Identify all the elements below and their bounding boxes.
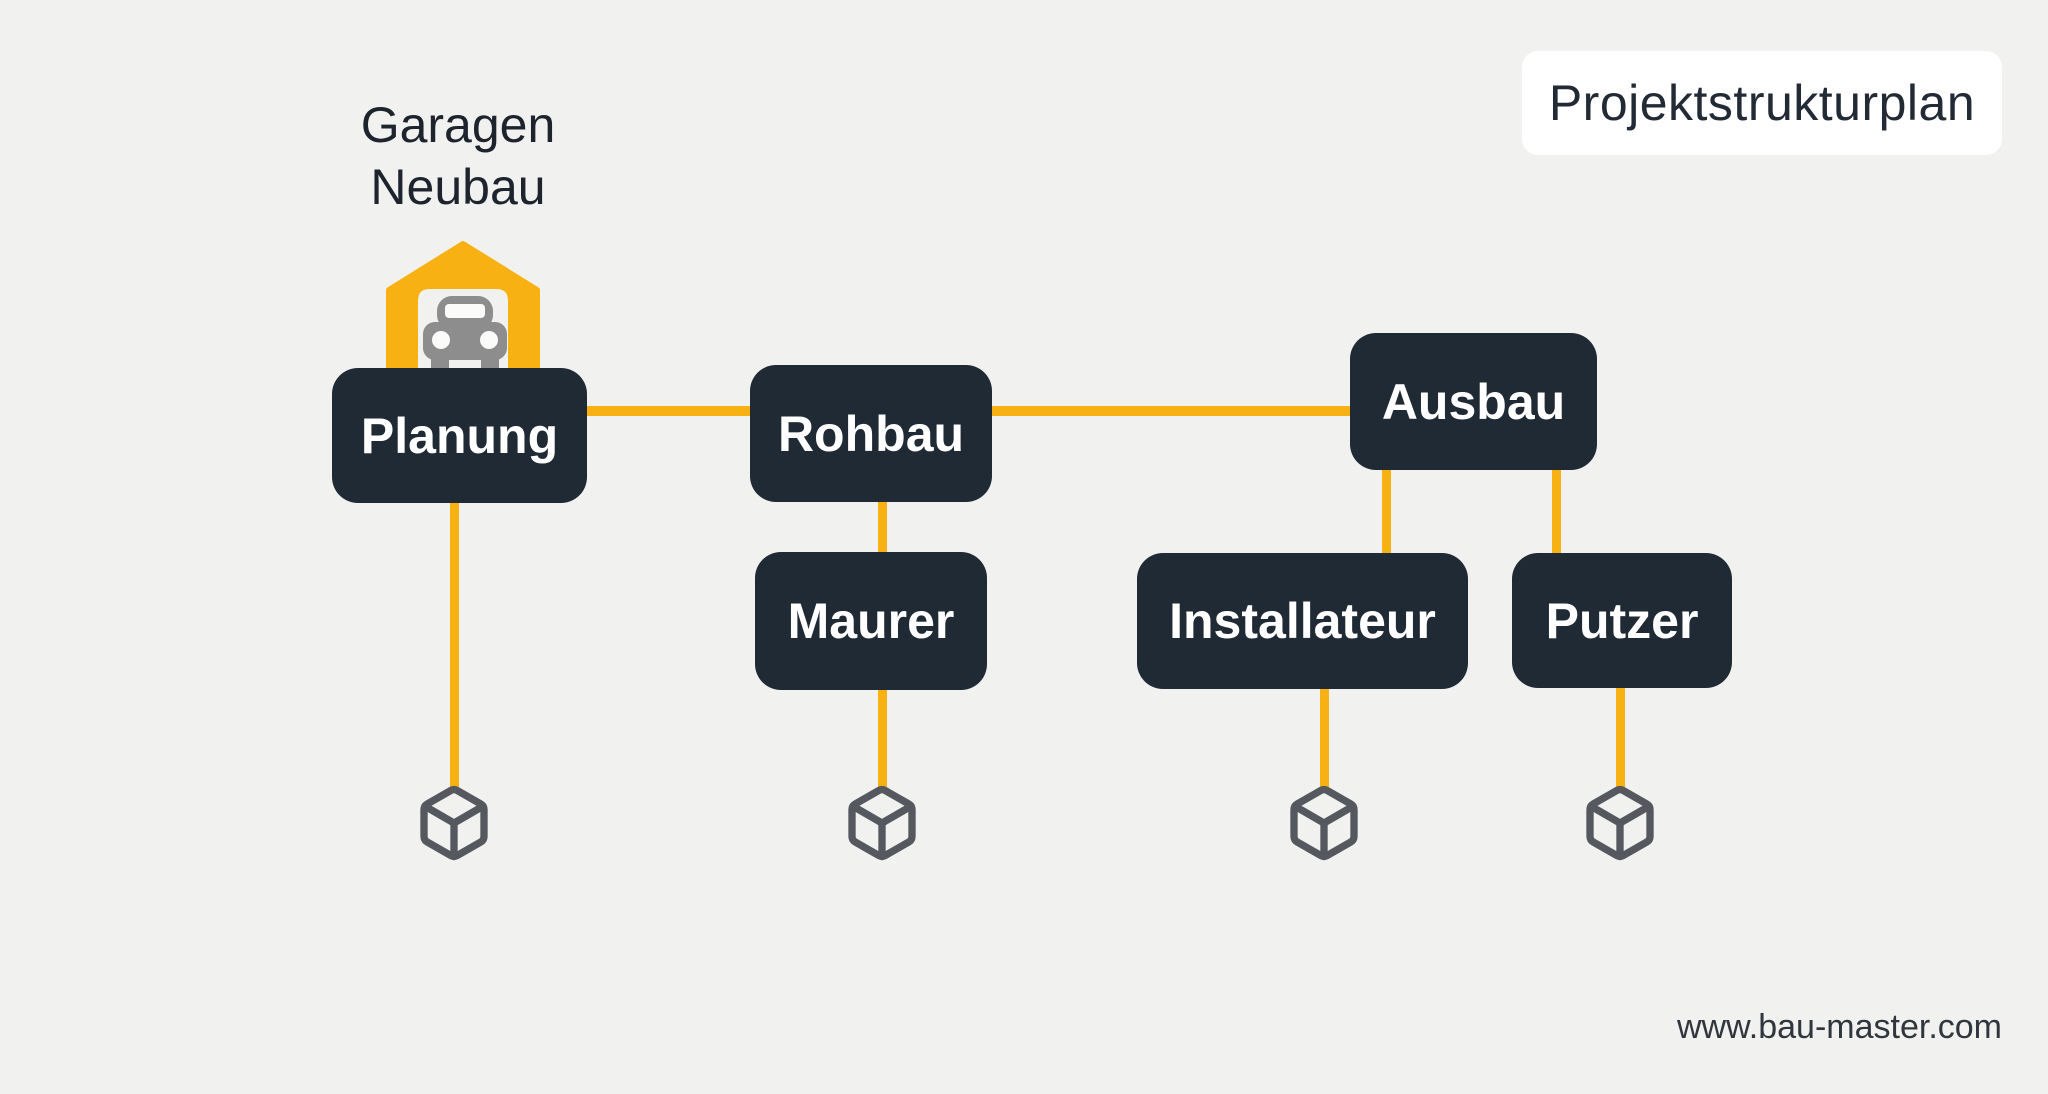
package-cube-icon <box>1586 786 1654 861</box>
node-label: Installateur <box>1169 593 1436 649</box>
project-title: Garagen Neubau <box>360 97 556 215</box>
garage-frame <box>386 241 540 380</box>
connector-ausbau-putzer <box>1552 468 1561 555</box>
node-label: Ausbau <box>1381 373 1566 430</box>
node-label: Putzer <box>1545 592 1699 649</box>
node-installateur: Installateur <box>1137 553 1468 689</box>
diagram-title: Projektstrukturplan <box>1548 75 1976 131</box>
connector-ausbau-installateur <box>1382 468 1391 555</box>
connector-putzer-cube <box>1616 686 1625 787</box>
package-cube-icon <box>420 786 488 861</box>
connector-installateur-cube <box>1320 687 1329 787</box>
garage-car-icon <box>386 241 540 380</box>
title-badge: Projektstrukturplan <box>1522 51 2002 155</box>
package-cube-icon <box>1290 786 1358 861</box>
connector-rohbau-ausbau <box>990 406 1352 416</box>
node-rohbau: Rohbau <box>750 365 992 502</box>
node-label: Rohbau <box>777 405 965 462</box>
car-icon <box>423 296 507 380</box>
website-url: www.bau-master.com <box>1677 1008 2002 1046</box>
node-ausbau: Ausbau <box>1350 333 1597 470</box>
connector-planung-cube <box>450 500 459 787</box>
node-planung: Planung <box>332 368 587 503</box>
connector-maurer-cube <box>878 688 887 787</box>
package-cube-icon <box>848 786 916 861</box>
node-maurer: Maurer <box>755 552 987 690</box>
node-label: Planung <box>360 407 559 464</box>
node-putzer: Putzer <box>1512 553 1732 688</box>
node-label: Maurer <box>787 593 955 649</box>
connector-planung-rohbau <box>585 406 752 416</box>
connector-rohbau-maurer <box>878 500 887 554</box>
